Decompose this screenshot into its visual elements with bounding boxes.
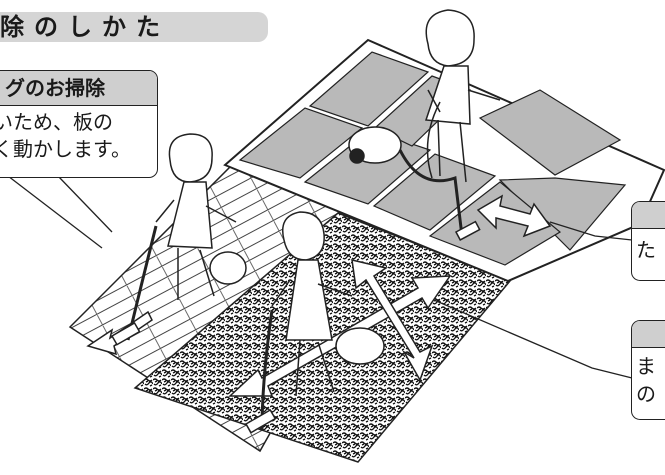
leader-lines: [7, 175, 633, 379]
callout-flooring-text: いため、板の く動かします。: [0, 106, 157, 163]
callout-flooring-line: いため、板の: [0, 110, 113, 134]
woman-vacuuming-tatami: [348, 9, 501, 241]
callout-tatami: た: [631, 201, 665, 281]
callout-tatami-title: [632, 202, 665, 229]
callout-flooring: グのお掃除 いため、板の く動かします。: [0, 70, 158, 178]
section-title: 除のしかた: [0, 13, 170, 41]
callout-carpet-line: の: [636, 382, 656, 406]
woman-vacuuming-carpet: [244, 211, 385, 434]
callout-flooring-title: グのお掃除: [0, 71, 157, 106]
callout-carpet-line: ま: [636, 354, 656, 378]
callout-flooring-line: く動かします。: [0, 137, 131, 161]
callout-carpet-text: ま の: [632, 348, 665, 408]
callout-tatami-line: た: [636, 238, 656, 262]
section-header-bar: [0, 12, 268, 42]
callout-carpet-title: [632, 321, 665, 348]
callout-carpet: ま の: [631, 320, 665, 420]
woman-vacuuming-wood: [110, 133, 247, 346]
callout-tatami-text: た: [632, 229, 665, 264]
tatami-direction-arrow: [476, 194, 552, 238]
